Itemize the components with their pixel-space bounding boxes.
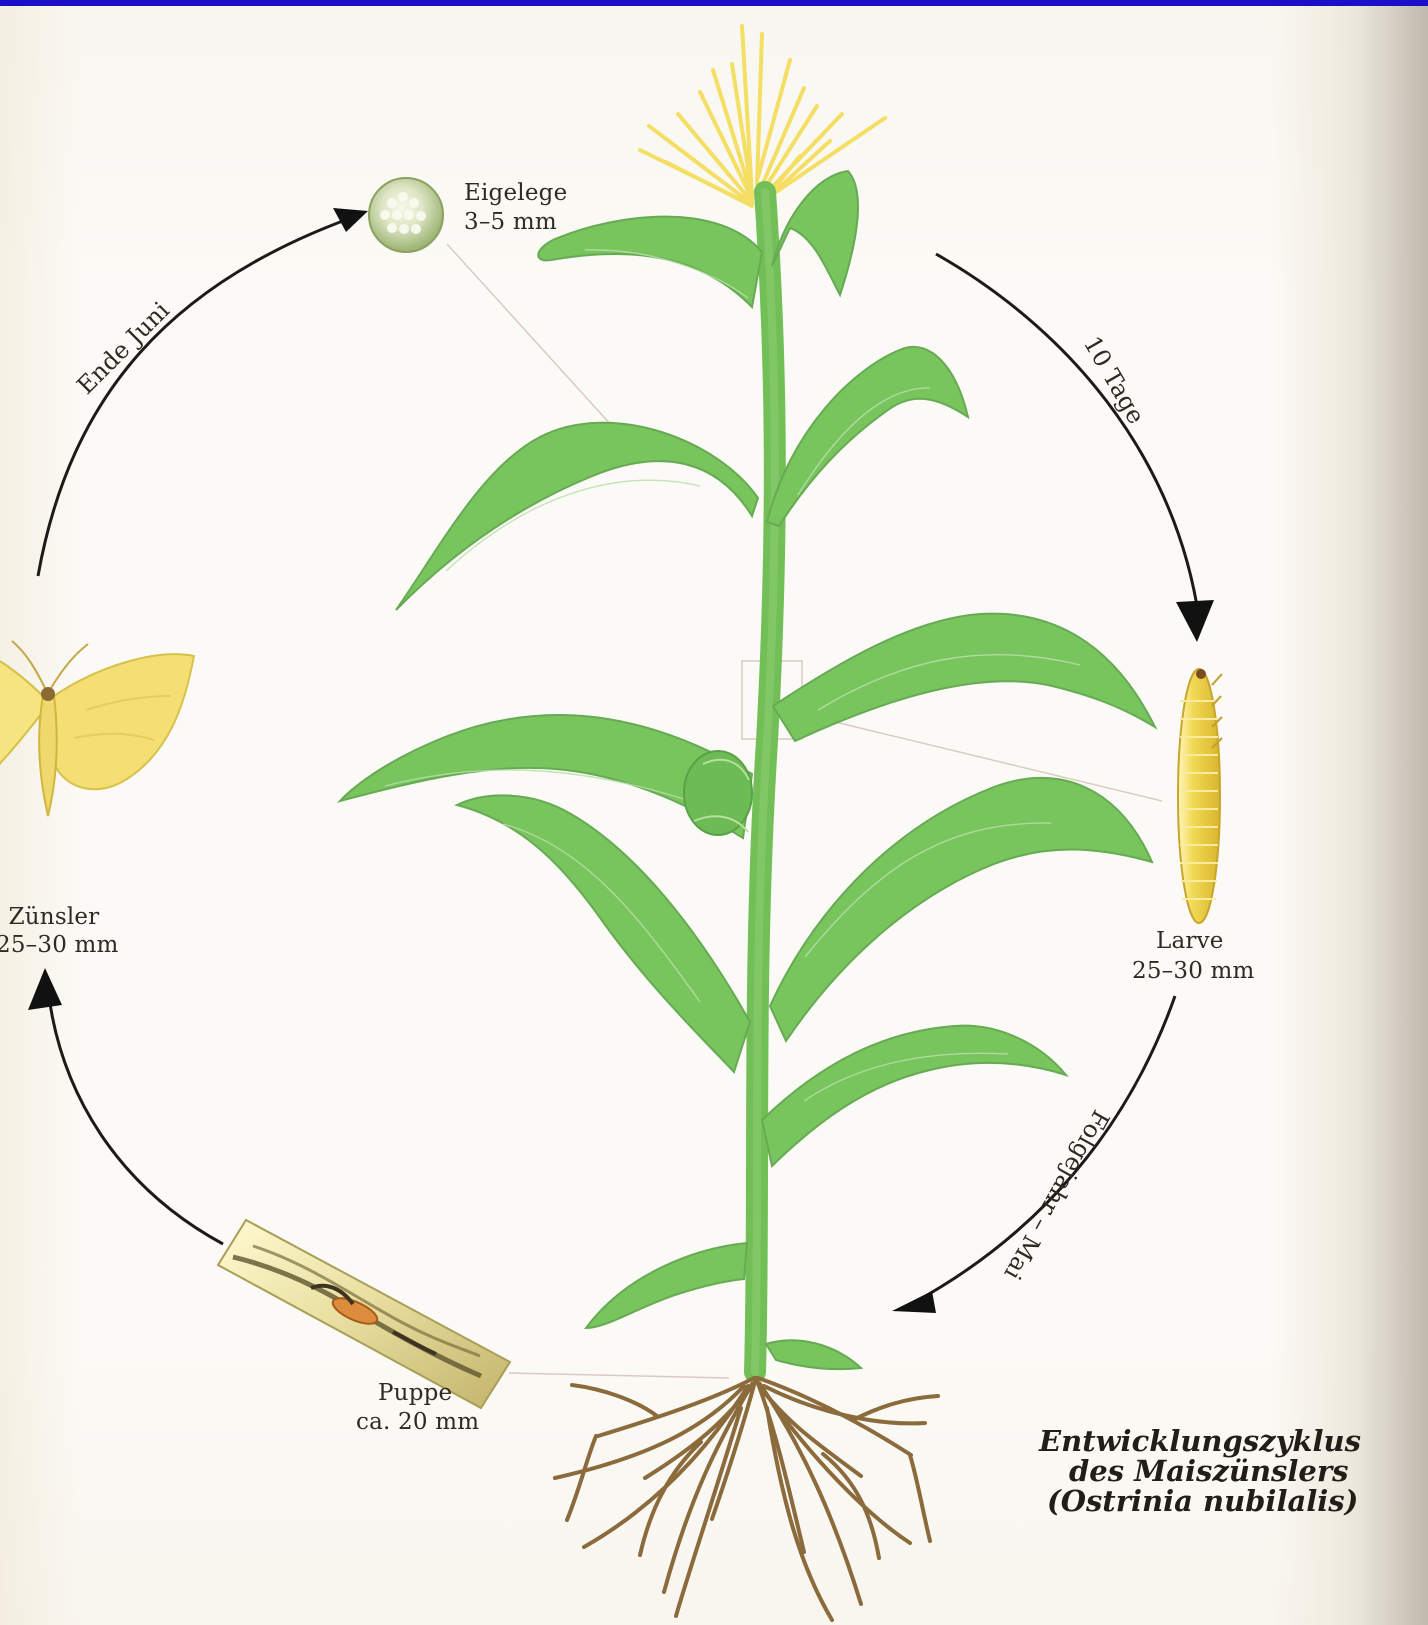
ear (684, 751, 752, 835)
pupa-pointer-line (509, 1373, 729, 1378)
arrowhead-puppe-to-zuensler (28, 968, 62, 1010)
larva-pointer-line (802, 714, 1162, 801)
corn-plant-icon (340, 26, 1155, 1372)
pupa-title-label: Puppe (378, 1382, 452, 1405)
pupa-stem-icon (218, 1220, 510, 1408)
egg-title-label: Eigelege (464, 182, 567, 205)
lifecycle-diagram (0, 6, 1428, 1625)
diagram-frame: Eigelege 3–5 mm Larve 25–30 mm Zünsler 2… (0, 6, 1428, 1625)
egg-cluster-icon (369, 178, 443, 252)
egg-pointer-line (447, 244, 612, 426)
diagram-title-line-3: (Ostrinia nubilalis) (1047, 1487, 1331, 1516)
larva-size-label: 25–30 mm (1132, 960, 1244, 983)
leaf-bottom-left (586, 1243, 747, 1328)
diagram-title-line-2: des Maiszünslers (1069, 1457, 1331, 1486)
moth-title-label: Zünsler (8, 906, 100, 929)
arrowhead-10-tage (1176, 600, 1214, 642)
leaf-mid-upper-right (767, 347, 968, 526)
larva-icon (1178, 669, 1222, 923)
stalk (755, 192, 775, 1372)
arrowhead-ende-juni (333, 208, 368, 232)
leaf-lower-right (770, 778, 1152, 1041)
leaf-lower-left (457, 795, 750, 1072)
diagram-title-line-1: Entwicklungszyklus (1039, 1427, 1331, 1456)
leaf-mid-right-long (773, 614, 1155, 741)
leaf-top-left (538, 217, 762, 307)
leaf-bottom-right (762, 1026, 1066, 1166)
moth-size-label: 25–30 mm (0, 934, 106, 957)
root-system-icon (555, 1378, 938, 1620)
egg-size-label: 3–5 mm (464, 211, 557, 234)
arrowhead-folgejahr-mai (892, 1291, 936, 1313)
pupa-size-label: ca. 20 mm (356, 1411, 470, 1434)
arrow-10-tage (936, 254, 1199, 618)
larva-title-label: Larve (1156, 930, 1220, 953)
leaf-base-right (766, 1340, 861, 1369)
moth-icon (0, 641, 194, 816)
leaf-mid-upper-left (396, 423, 758, 610)
leaf-top-right (772, 171, 858, 295)
arrow-puppe-to-zuensler (48, 989, 223, 1244)
